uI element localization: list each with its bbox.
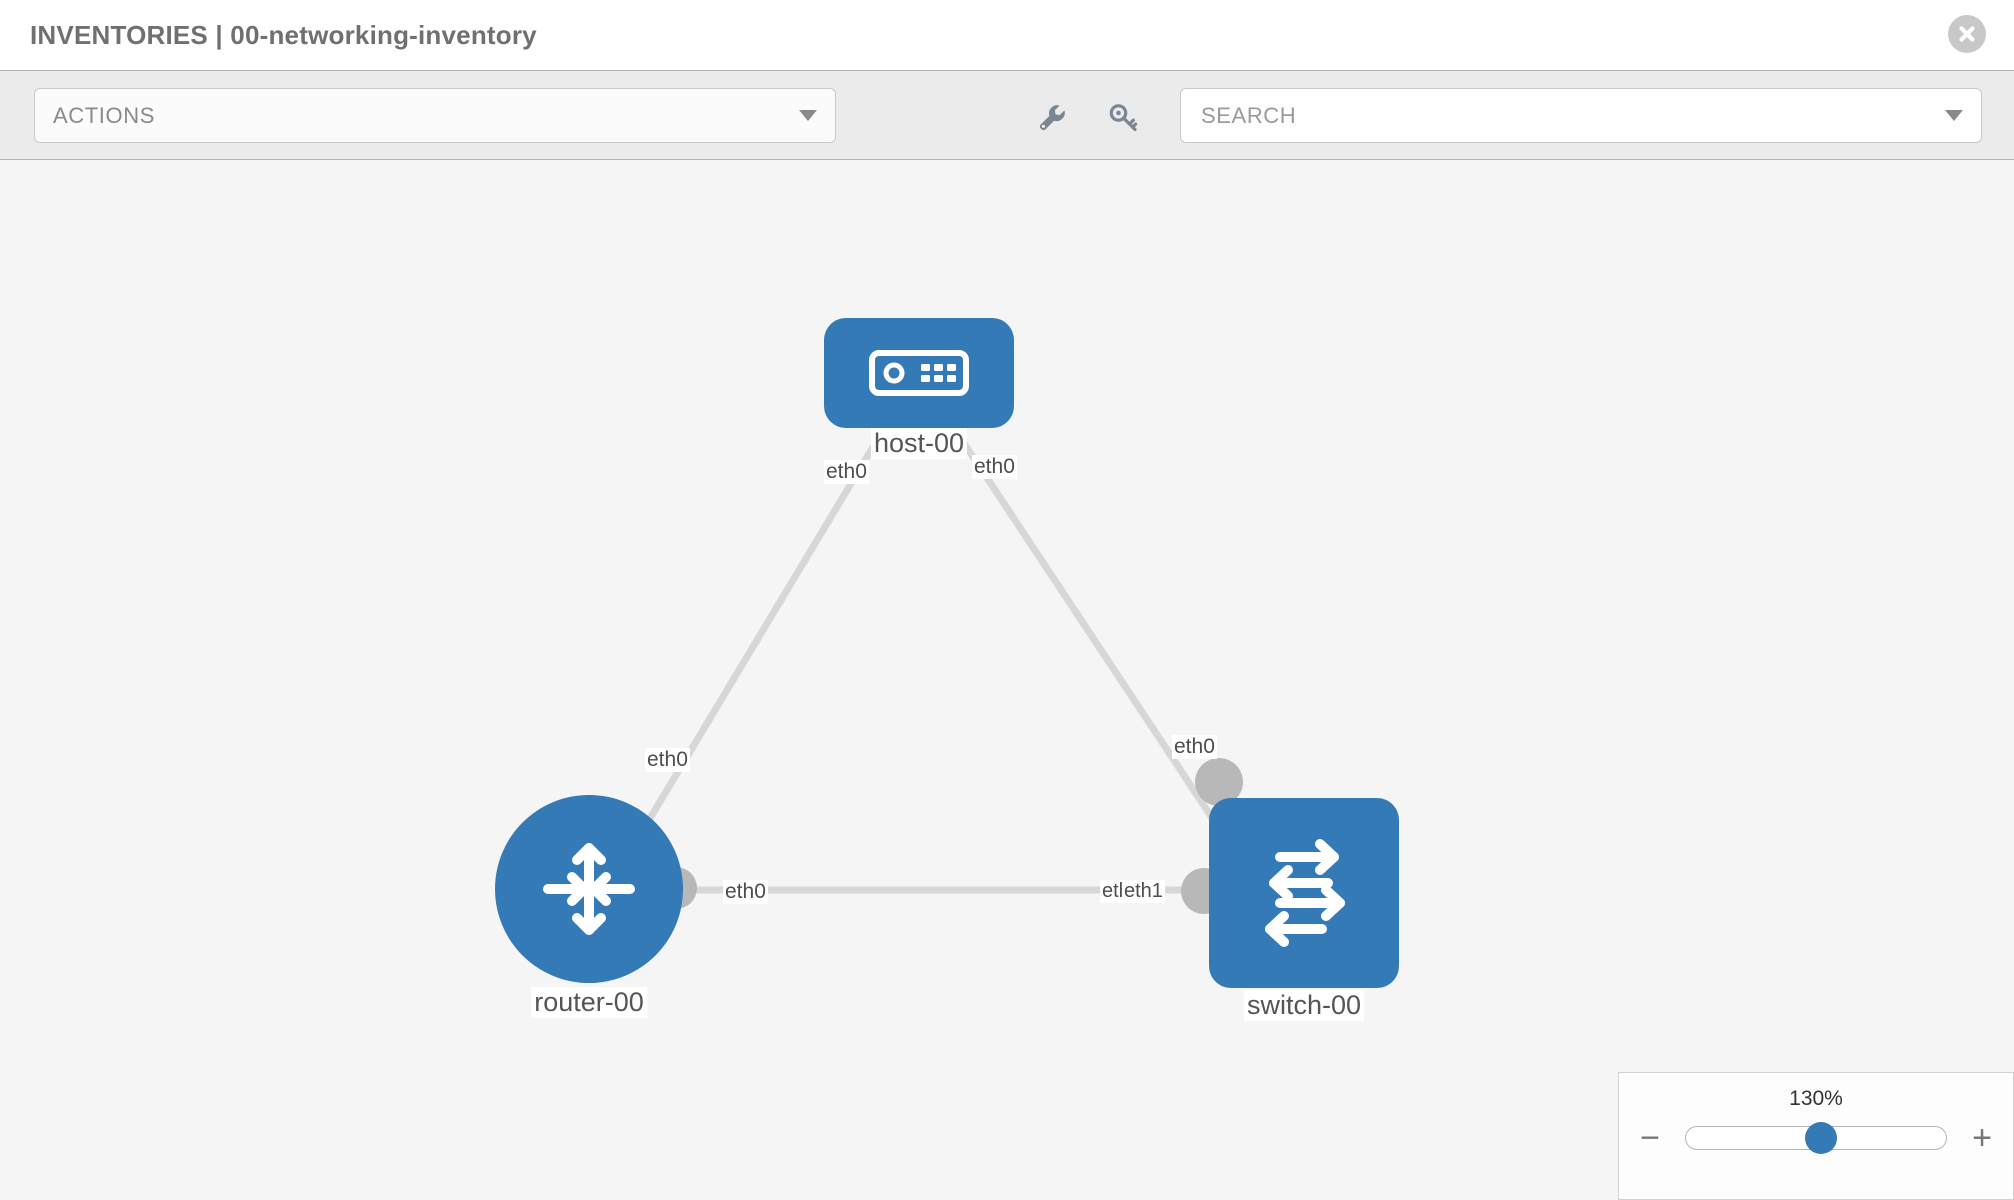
node-host-00-shape[interactable] [824,318,1014,428]
iface-label-router-right: eth0 [723,880,768,905]
iface-label-switch-left-b: eth1 [1122,880,1165,903]
server-icon [869,350,969,396]
toolbar-icon-group [1035,101,1141,135]
actions-dropdown-label: ACTIONS [53,102,155,128]
node-router-00-shape[interactable] [495,795,683,983]
node-host-00-label: host-00 [870,428,968,459]
iface-label-host-right: eth0 [972,455,1017,480]
node-router-00-label: router-00 [531,987,647,1018]
toolbar: ACTIONS [0,70,2014,160]
page-title: INVENTORIES | 00-networking-inventory [30,19,537,50]
chevron-down-icon [799,110,817,121]
node-switch-00-label: switch-00 [1243,990,1365,1021]
zoom-slider-thumb[interactable] [1805,1122,1838,1154]
actions-dropdown[interactable]: ACTIONS [34,88,836,143]
topology-links [621,420,1243,894]
node-host-00[interactable]: host-00 [824,318,1014,459]
wrench-icon[interactable] [1035,101,1069,135]
page-header: INVENTORIES | 00-networking-inventory [0,0,2014,70]
iface-label-router-uplink: eth0 [645,748,690,773]
node-router-00[interactable]: router-00 [495,795,697,1018]
node-switch-00[interactable]: switch-00 [1181,758,1399,1021]
zoom-out-button[interactable]: − [1633,1121,1667,1155]
zoom-slider-row: − + [1619,1121,2013,1155]
link-host-switch [947,420,1243,862]
close-icon[interactable] [1948,15,1986,53]
link-host-router [621,420,892,862]
zoom-in-button[interactable]: + [1965,1121,1999,1155]
topology-canvas[interactable]: host-00 eth0 eth0 [0,160,2014,1200]
key-icon[interactable] [1107,101,1141,135]
search-input[interactable] [1199,101,1945,130]
node-switch-00-shape[interactable] [1209,798,1399,988]
zoom-slider-track[interactable] [1685,1122,1947,1154]
search-field[interactable] [1180,88,1982,143]
zoom-control-panel: 130% − + [1618,1072,2014,1200]
zoom-level-label: 130% [1789,1087,1843,1110]
switch-arrows-icon [1265,839,1345,947]
chevron-down-icon[interactable] [1945,110,1963,121]
router-arrows-icon [543,843,635,935]
iface-label-switch-uplink: eth0 [1172,735,1217,760]
iface-label-host-left: eth0 [824,460,869,485]
